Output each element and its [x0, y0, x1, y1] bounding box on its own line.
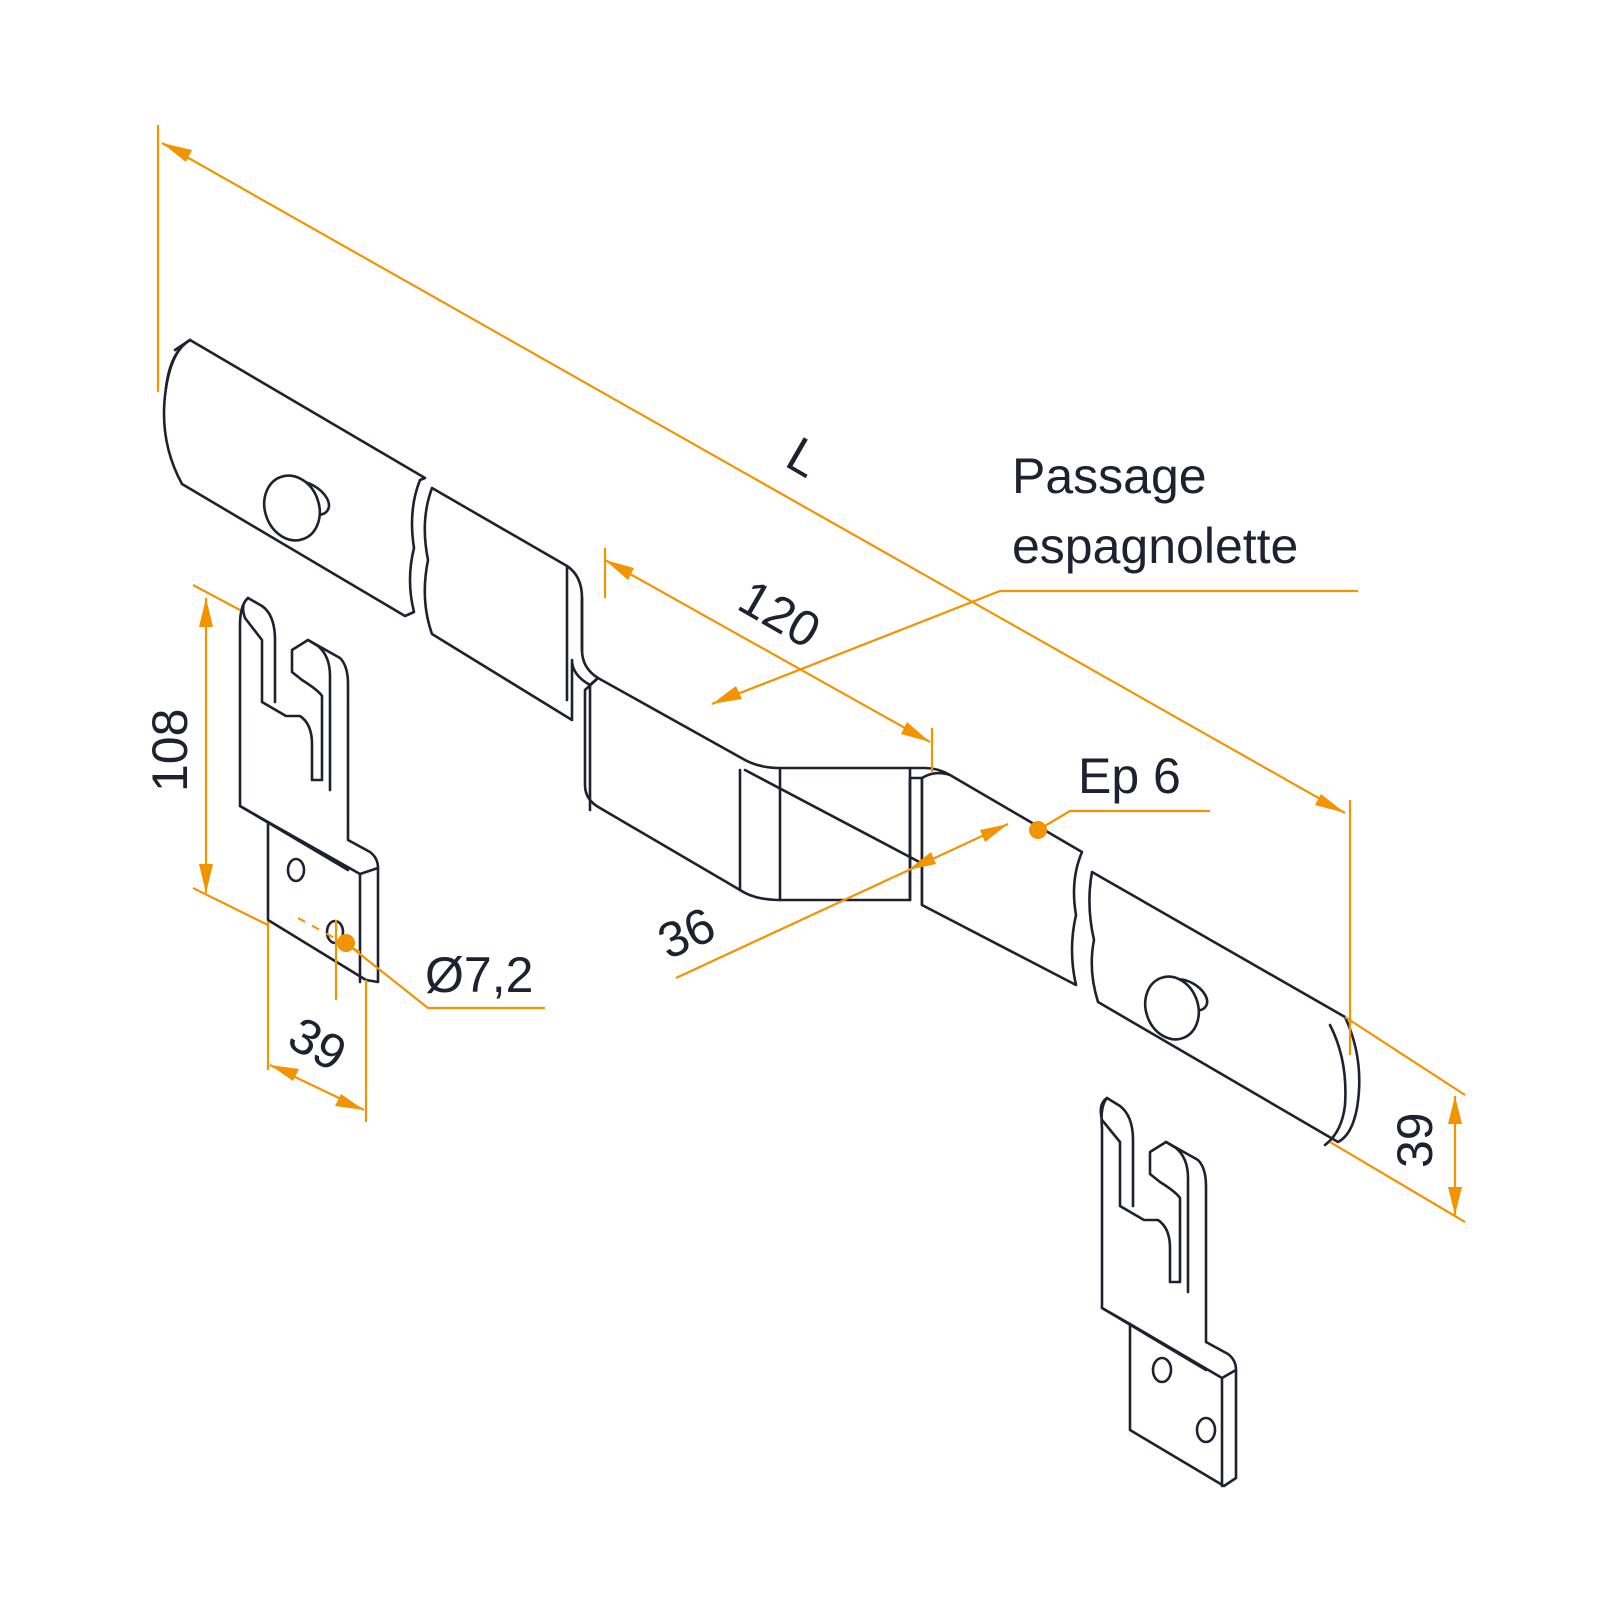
bar-right-end [1088, 870, 1361, 1147]
right-bracket-hole-icon [1151, 1356, 1173, 1384]
bar-right-middle [920, 771, 1084, 987]
left-bracket-hole-icon [286, 857, 306, 883]
offset-label: 120 [730, 569, 830, 659]
bar-width-label: 39 [1387, 1112, 1443, 1168]
espagnolette-bar [162, 338, 1361, 1147]
passage-label-line1: Passage [1012, 448, 1207, 504]
dimension-hole [297, 917, 545, 1010]
depth-label: 36 [650, 896, 724, 970]
bar-left-rivet-icon [262, 474, 331, 542]
dimension-plate-width [266, 922, 368, 1122]
dimension-depth [675, 823, 1009, 979]
bar-left-middle [423, 486, 600, 722]
bar-cranked-section [583, 676, 952, 907]
dimension-offset [603, 548, 934, 772]
thickness-label: Ep 6 [1078, 748, 1181, 804]
right-bracket-hole-icon [1195, 1416, 1217, 1444]
hole-label: Ø7,2 [425, 947, 533, 1003]
right-bracket [1099, 1096, 1238, 1488]
passage-label-line2: espagnolette [1012, 518, 1298, 574]
left-bracket [238, 596, 380, 984]
dimension-passage-leader [711, 589, 1358, 706]
height-label: 108 [142, 709, 198, 792]
dimension-thickness-leader [1029, 809, 1210, 839]
length-label: L [778, 426, 830, 488]
dimension-height [192, 584, 269, 926]
dimension-bar-width [1329, 1016, 1466, 1223]
dimension-length [156, 125, 1352, 1055]
bar-right-rivet-icon [1143, 975, 1209, 1041]
